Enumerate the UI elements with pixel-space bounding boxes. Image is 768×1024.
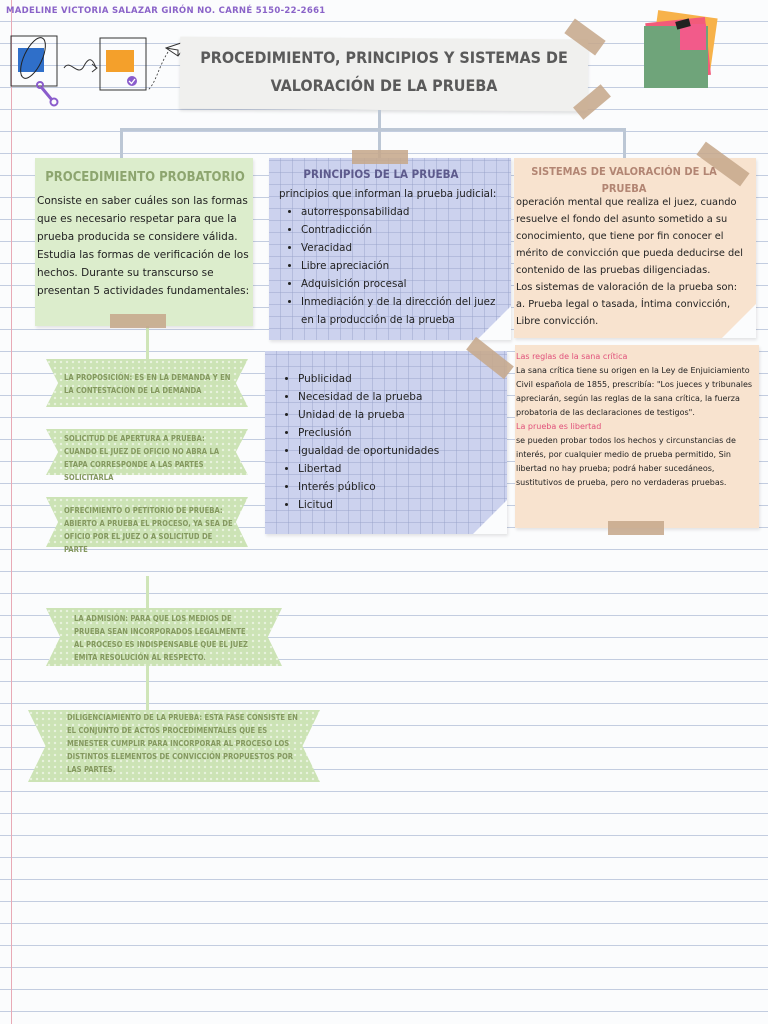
squiggle-arrow-icon xyxy=(63,59,98,73)
list-item: Libre apreciación xyxy=(301,257,501,275)
page-curl-icon xyxy=(473,500,507,534)
procedimiento-card xyxy=(35,158,253,326)
stage-text: LA PROPOSICIÓN: ES EN LA DEMANDA Y EN LA… xyxy=(64,373,231,395)
principios-intro: principios que informan la prueba judici… xyxy=(279,188,497,200)
timeline-line xyxy=(146,576,149,620)
tape-strip xyxy=(352,150,408,164)
connector-line xyxy=(623,128,626,158)
document-orange-icon xyxy=(99,37,147,91)
stage-ribbon xyxy=(46,429,248,475)
sticky-notes-stack-icon xyxy=(644,10,718,88)
sistemas-intro: Los sistemas de valoración de la prueba … xyxy=(516,282,738,293)
principios-list-continued: Publicidad Necesidad de la prueba Unidad… xyxy=(276,370,498,514)
stage-text: DILIGENCIAMIENTO DE LA PRUEBA: ESTA FASE… xyxy=(67,713,298,774)
author-line: MADELINE VICTORIA SALAZAR GIRÓN NO. CARN… xyxy=(6,6,326,16)
list-item: Necesidad de la prueba xyxy=(298,388,498,406)
list-item: Igualdad de oportunidades xyxy=(298,442,498,460)
page-title-line2: VALORACIÓN DE LA PRUEBA xyxy=(270,76,498,95)
tape-strip xyxy=(110,314,166,328)
principios-list: autorresponsabilidad Contradicción Verac… xyxy=(279,203,501,329)
timeline-line xyxy=(146,326,149,374)
list-item: Preclusión xyxy=(298,424,498,442)
list-item: Licitud xyxy=(298,496,498,514)
stage-text: OFRECIMIENTO O PETITORIO DE PRUEBA: ABIE… xyxy=(64,506,233,554)
sistemas-definition: operación mental que realiza el juez, cu… xyxy=(516,197,743,276)
procedimiento-body: Consiste en saber cuáles son las formas … xyxy=(37,195,250,297)
procedimiento-heading: PROCEDIMIENTO PROBATORIO xyxy=(45,170,245,185)
list-item: Veracidad xyxy=(301,239,501,257)
stage-ribbon xyxy=(46,608,282,666)
document-blue-icon xyxy=(10,35,58,87)
page-curl-icon xyxy=(477,306,511,340)
page-title: PROCEDIMIENTO, PRINCIPIOS Y SISTEMAS DE … xyxy=(195,44,573,100)
list-item: Unidad de la prueba xyxy=(298,406,498,424)
stage-ribbon xyxy=(28,710,320,782)
stage-ribbon xyxy=(46,497,248,547)
list-item: Contradicción xyxy=(301,221,501,239)
list-item: Interés público xyxy=(298,478,498,496)
list-item: autorresponsabilidad xyxy=(301,203,501,221)
list-item: Publicidad xyxy=(298,370,498,388)
principios-card-continued xyxy=(265,351,507,534)
sistemas-card xyxy=(514,158,756,338)
wrench-icon xyxy=(36,81,59,107)
principios-heading: PRINCIPIOS DE LA PRUEBA xyxy=(303,167,459,181)
sistemas-heading: SISTEMAS DE VALORACIÓN DE LA PRUEBA xyxy=(531,165,717,195)
stage-text: LA ADMISIÓN: PARA QUE LOS MEDIOS DE PRUE… xyxy=(74,614,248,662)
connector-line xyxy=(120,128,123,158)
tape-strip xyxy=(608,521,664,535)
sana-critica-text: La sana crítica tiene su origen en la Le… xyxy=(516,366,753,417)
connector-line xyxy=(378,128,381,158)
connector-line xyxy=(120,128,626,131)
list-item: Libertad xyxy=(298,460,498,478)
page-curl-icon xyxy=(722,304,756,338)
libertad-label: La prueba es libertad xyxy=(516,422,602,431)
principios-body: principios que informan la prueba judici… xyxy=(279,185,501,329)
principios-body-continued: Publicidad Necesidad de la prueba Unidad… xyxy=(276,370,498,514)
sana-critica-label: Las reglas de la sana crítica xyxy=(516,352,628,361)
principios-card xyxy=(269,158,511,340)
process-doodle-illustration xyxy=(10,35,192,107)
sistemas-body: operación mental que realiza el juez, cu… xyxy=(516,194,754,330)
connector-line xyxy=(378,110,381,130)
list-item: Adquisición procesal xyxy=(301,275,501,293)
page-title-line1: PROCEDIMIENTO, PRINCIPIOS Y SISTEMAS DE xyxy=(200,48,568,67)
timeline-line xyxy=(146,664,149,714)
libertad-text: se pueden probar todos los hechos y circ… xyxy=(516,436,736,487)
stage-text: SOLICITUD DE APERTURA A PRUEBA: CUANDO E… xyxy=(64,434,220,482)
stage-ribbon xyxy=(46,359,248,407)
sistemas-body-continued: Las reglas de la sana crítica La sana cr… xyxy=(516,350,756,490)
sistemas-list: a. Prueba legal o tasada, Íntima convicc… xyxy=(516,299,731,327)
list-item: Inmediación y de la dirección del juez e… xyxy=(301,293,501,329)
sistemas-card-continued xyxy=(515,345,759,528)
